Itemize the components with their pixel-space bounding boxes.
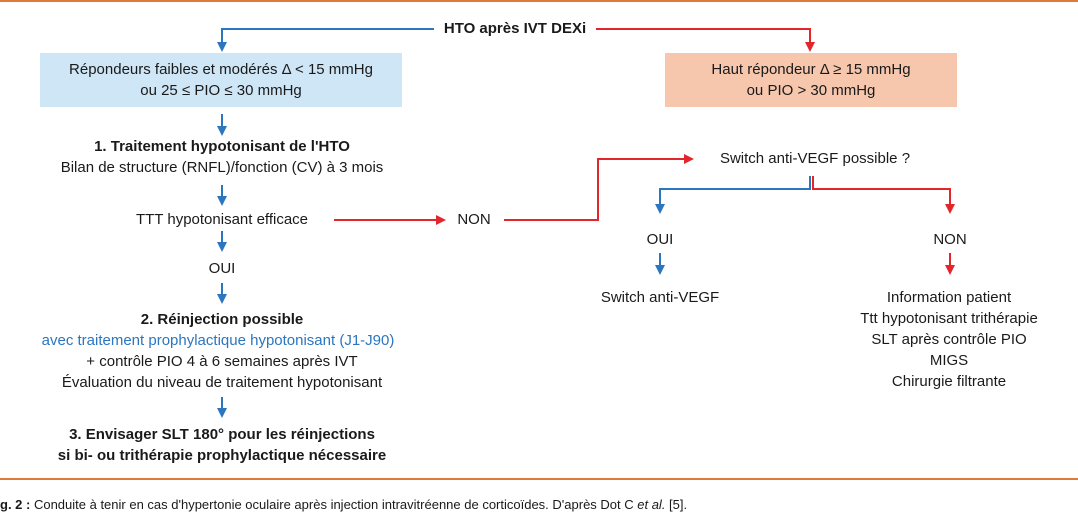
root-to-right-arrow [596,28,815,52]
right-box: Haut répondeur Δ ≥ 15 mmHg ou PIO > 30 m… [665,53,957,107]
oui-left-node: OUI [208,260,236,277]
step2-title: 2. Réinjection possible [140,311,304,328]
step2-prophylactic-line: avec traitement prophylactique hypotonis… [41,332,395,349]
root-node: HTO après IVT DEXi [443,20,587,37]
left-box-line1: Répondeurs faibles et modérés Δ < 15 mmH… [69,61,373,78]
figure-caption: g. 2 : Conduite à tenir en cas d'hyperto… [0,497,687,513]
left-box-line2: ou 25 ≤ PIO ≤ 30 mmHg [140,82,302,99]
root-to-left-arrow [217,28,434,52]
ttt-effective-node: TTT hypotonisant efficace [135,211,309,228]
non-outcome-4: MIGS [929,352,969,369]
switch-question-node: Switch anti-VEGF possible ? [719,150,911,167]
step1-subtitle: Bilan de structure (RNFL)/fonction (CV) … [60,159,384,176]
step1-title: 1. Traitement hypotonisant de l'HTO [94,138,350,155]
bottom-rule [0,478,1078,480]
switch-to-oui-arrow [655,188,810,214]
non-to-switch-arrow [504,154,694,221]
top-rule [0,0,1078,2]
switch-result-node: Switch anti-VEGF [600,289,720,306]
left-box: Répondeurs faibles et modérés Δ < 15 mmH… [40,53,402,107]
oui-right-node: OUI [646,231,674,248]
non-outcome-3: SLT après contrôle PIO [871,331,1027,348]
caption-label: g. 2 : [0,497,31,512]
right-box-line2: ou PIO > 30 mmHg [746,82,876,99]
step2-evaluation-line: Évaluation du niveau de traitement hypot… [61,374,383,391]
non-middle-node: NON [457,211,491,228]
non-outcome-2: Ttt hypotonisant trithérapie [860,310,1038,327]
non-right-node: NON [933,231,967,248]
right-box-line1: Haut répondeur Δ ≥ 15 mmHg [711,61,911,78]
switch-to-non-arrow [813,188,955,214]
step3-line1: 3. Envisager SLT 180° pour les réinjecti… [69,426,375,443]
caption-text: Conduite à tenir en cas d'hypertonie ocu… [30,497,638,512]
non-outcome-1: Information patient [886,289,1012,306]
step3-line2: si bi- ou trithérapie prophylactique néc… [57,447,387,464]
step2-iop-control-line: + contrôle PIO 4 à 6 semaines après IVT [86,353,358,370]
non-outcome-5: Chirurgie filtrante [891,373,1007,390]
caption-italic: et al. [637,497,666,512]
caption-ref: [5]. [665,497,688,512]
